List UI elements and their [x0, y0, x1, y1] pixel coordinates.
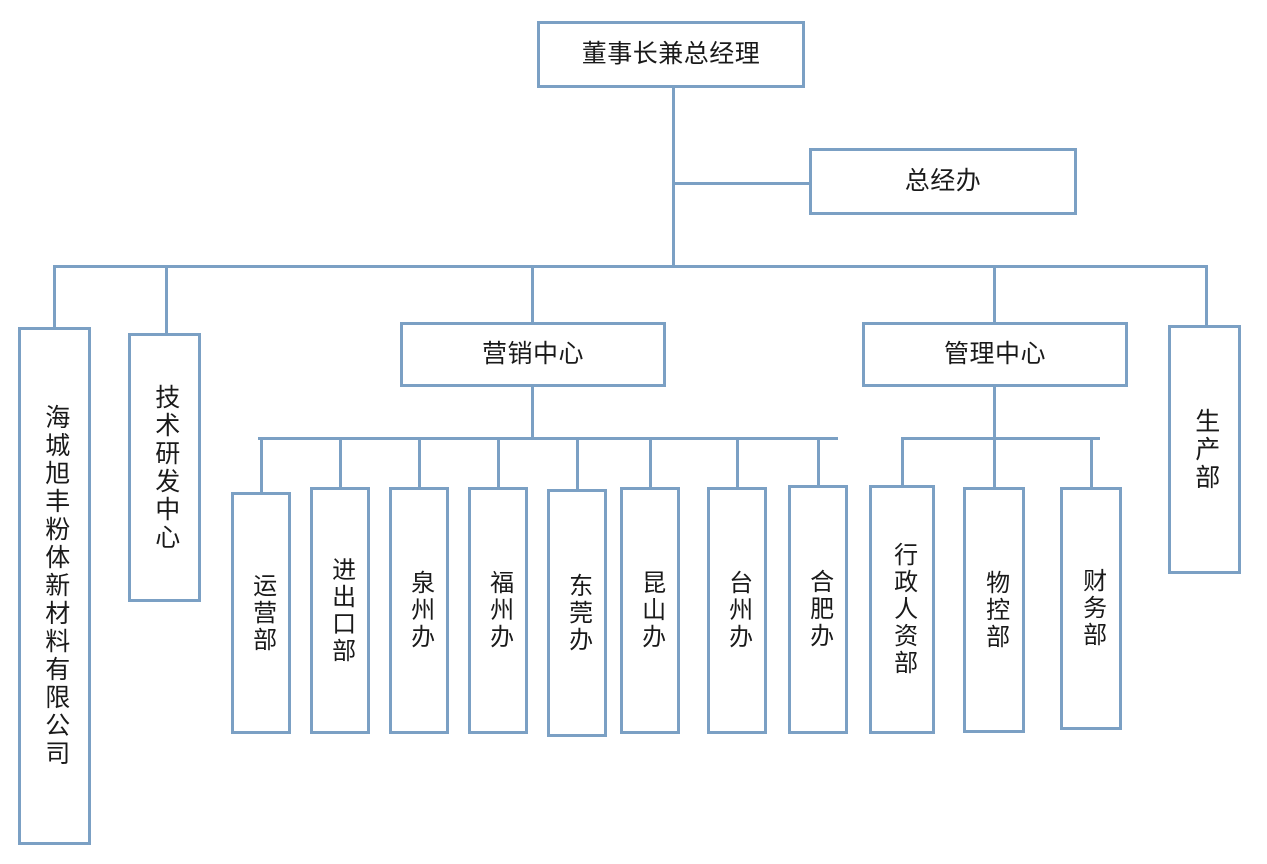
node-management-child-3-label: 财务部 [1078, 568, 1105, 649]
node-marketing-child-1[interactable]: 运营部 [231, 492, 291, 734]
connector-management-sub-bus [901, 437, 1100, 440]
node-marketing-child-4-label: 福州办 [485, 570, 512, 651]
node-marketing-child-2-label: 进出口部 [327, 556, 354, 665]
connector-drop-marketing-child-6 [648, 437, 652, 487]
connector-drop-marketing-child-1 [259, 437, 263, 492]
node-marketing-child-2[interactable]: 进出口部 [310, 487, 370, 734]
node-company[interactable]: 海城旭丰粉体新材料有限公司 [18, 327, 91, 845]
node-chairman-label: 董事长兼总经理 [581, 40, 761, 68]
node-company-label: 海城旭丰粉体新材料有限公司 [41, 404, 69, 768]
node-marketing-child-6[interactable]: 昆山办 [620, 487, 680, 734]
connector-drop-marketing-child-3 [417, 437, 421, 487]
connector-drop-marketing-child-7 [735, 437, 739, 487]
connector-drop-marketing-child-5 [575, 437, 579, 489]
node-marketing-child-5-label: 东莞办 [564, 572, 591, 654]
node-gm-office[interactable]: 总经办 [809, 148, 1077, 215]
connector-drop-management-child-2 [992, 437, 996, 487]
node-marketing-center-label: 营销中心 [481, 340, 584, 368]
node-marketing-child-8[interactable]: 合肥办 [788, 485, 848, 734]
node-chairman[interactable]: 董事长兼总经理 [537, 21, 805, 88]
connector-drop-marketing-child-2 [338, 437, 342, 487]
connector-drop-production [1205, 265, 1208, 325]
connector-chairman-stem [672, 88, 675, 268]
node-marketing-center[interactable]: 营销中心 [400, 322, 666, 387]
connector-marketing-sub-bus [258, 437, 838, 440]
connector-drop-marketing [531, 265, 534, 322]
node-management-child-2[interactable]: 物控部 [963, 487, 1025, 733]
node-production-dept-label: 生产部 [1191, 407, 1219, 492]
node-marketing-child-7[interactable]: 台州办 [707, 487, 767, 734]
connector-drop-rnd [165, 265, 168, 333]
node-management-center-label: 管理中心 [943, 340, 1046, 368]
connector-drop-marketing-child-4 [496, 437, 500, 487]
node-marketing-child-5[interactable]: 东莞办 [547, 489, 607, 737]
node-marketing-child-1-label: 运营部 [248, 572, 275, 654]
node-rnd-center-label: 技术研发中心 [151, 383, 179, 552]
connector-drop-management-child-3 [1089, 437, 1093, 487]
node-management-child-1[interactable]: 行政人资部 [869, 485, 935, 734]
connector-drop-management [993, 265, 996, 322]
node-marketing-child-3-label: 泉州办 [406, 570, 433, 651]
node-management-child-3[interactable]: 财务部 [1060, 487, 1122, 730]
node-marketing-child-4[interactable]: 福州办 [468, 487, 528, 734]
node-marketing-child-7-label: 台州办 [724, 570, 751, 651]
connector-drop-company [53, 265, 56, 327]
node-management-child-1-label: 行政人资部 [889, 542, 916, 677]
connector-gm-office-branch [672, 182, 812, 185]
node-gm-office-label: 总经办 [904, 167, 982, 195]
connector-drop-marketing-child-8 [816, 437, 820, 485]
node-marketing-child-6-label: 昆山办 [637, 570, 664, 651]
node-marketing-child-3[interactable]: 泉州办 [389, 487, 449, 734]
node-management-center[interactable]: 管理中心 [862, 322, 1128, 387]
node-marketing-child-8-label: 合肥办 [805, 569, 832, 650]
connector-management-stem [993, 387, 996, 439]
connector-marketing-stem [531, 387, 534, 439]
connector-drop-management-child-1 [900, 437, 904, 485]
node-rnd-center[interactable]: 技术研发中心 [128, 333, 201, 602]
node-management-child-2-label: 物控部 [981, 569, 1008, 651]
node-production-dept[interactable]: 生产部 [1168, 325, 1241, 574]
connector-main-bus [53, 265, 1208, 268]
